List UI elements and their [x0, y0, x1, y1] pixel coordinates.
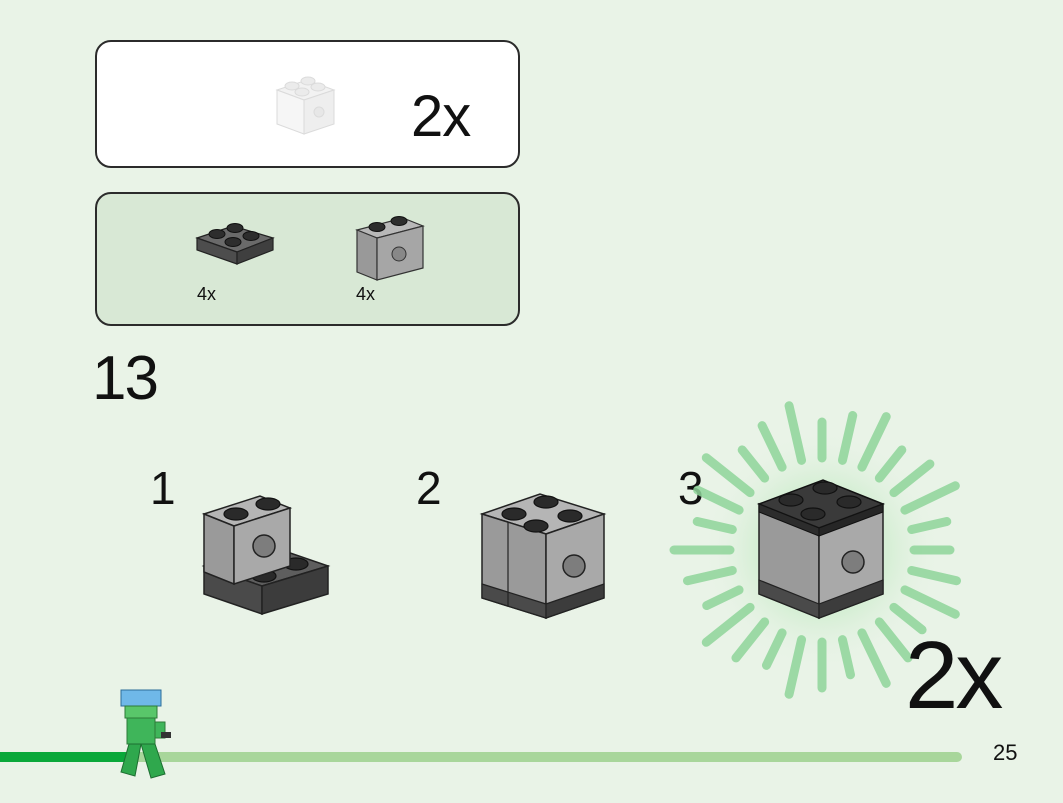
burst-ray [757, 421, 787, 472]
burst-ray [907, 517, 952, 535]
burst-ray [889, 459, 935, 498]
burst-ray [731, 617, 770, 663]
substep-2-illustration [479, 493, 607, 620]
burst-ray [857, 628, 891, 688]
burst-ray [701, 453, 755, 498]
burst-ray [900, 481, 960, 515]
burst-ray [857, 412, 891, 472]
plate-2x2-dark-icon [195, 223, 275, 265]
burst-ray [874, 445, 907, 483]
part-quantity: 4x [197, 284, 217, 304]
burst-ray [837, 410, 858, 465]
final-multiplier: 2x [905, 622, 1003, 729]
progress-track [0, 752, 962, 762]
burst-ray [837, 635, 855, 680]
progress-fill [0, 752, 130, 762]
burst-ray [701, 602, 755, 647]
burst-ray [682, 565, 737, 586]
burst-ray [737, 445, 770, 483]
burst-ray [900, 585, 960, 619]
burst-ray [693, 485, 744, 515]
result-callout: 2x [95, 40, 520, 168]
burst-ray [761, 628, 787, 670]
assembly-preview-icon [275, 76, 336, 135]
substep-3-illustration [756, 479, 886, 620]
burst-ray [907, 565, 962, 586]
substep-1-illustration [201, 495, 331, 616]
substep-number: 1 [150, 462, 176, 514]
substep-number: 2 [416, 462, 442, 514]
part-quantity: 4x [356, 284, 376, 304]
page-number: 25 [993, 740, 1018, 765]
burst-ray [784, 635, 807, 699]
technic-brick-1x2-light-icon [355, 216, 425, 281]
burst-ray [692, 517, 737, 535]
result-multiplier: 2x [411, 84, 471, 149]
burst-ray [784, 401, 807, 465]
parts-list: 4x 4x [95, 192, 520, 326]
burst-ray [702, 585, 744, 611]
burst-ray [874, 617, 913, 663]
minifig-progress-icon [120, 689, 171, 779]
step-number: 13 [92, 344, 159, 413]
burst-ray [889, 602, 927, 635]
